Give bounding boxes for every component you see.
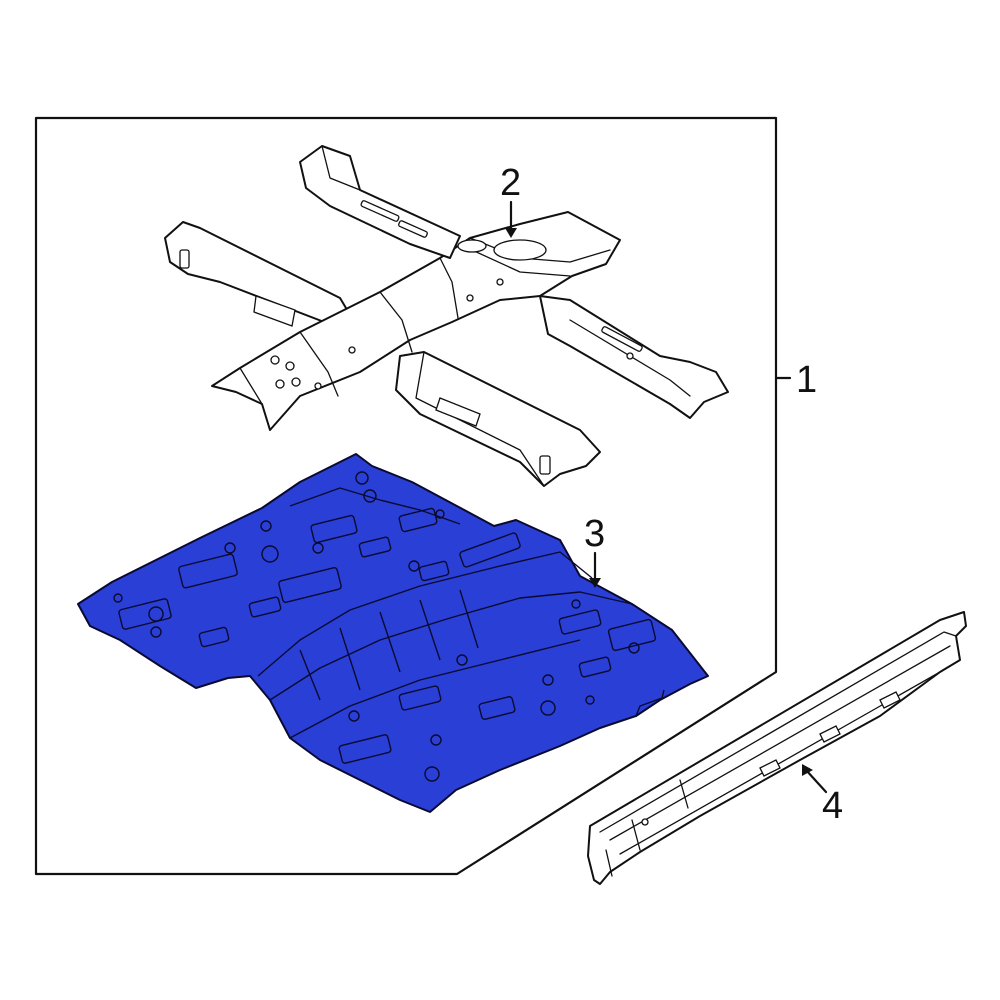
callout-4-leader <box>804 768 828 794</box>
frame-right-arm <box>539 295 729 419</box>
slot-hole <box>360 200 400 222</box>
center-pad <box>493 239 547 261</box>
slot-hole <box>819 725 841 743</box>
slot-hole <box>539 455 551 475</box>
callout-3-label: 3 <box>584 513 605 555</box>
slot-hole <box>759 759 781 777</box>
bolt-hole <box>275 379 285 389</box>
bolt-hole <box>285 361 295 371</box>
bolt-hole <box>466 294 474 302</box>
callout-4[interactable]: 4 <box>802 764 843 827</box>
callout-1-label: 1 <box>796 359 817 401</box>
callout-3-arrowhead <box>589 578 601 588</box>
slot-hole <box>398 220 428 238</box>
callout-2-arrowhead <box>505 228 517 238</box>
bolt-hole <box>270 355 280 365</box>
callout-1[interactable]: 1 <box>774 359 817 401</box>
frame-rear-arm <box>299 145 461 259</box>
bolt-hole <box>626 352 634 360</box>
bolt-hole <box>348 346 356 354</box>
slot-hole <box>179 249 190 269</box>
assembly-border <box>34 116 778 876</box>
bolt-hole <box>291 377 301 387</box>
center-pad <box>457 239 487 253</box>
floor-pan-body <box>77 453 709 813</box>
callout-2-label: 2 <box>500 162 521 204</box>
callout-3[interactable]: 3 <box>584 513 605 588</box>
floor-pan[interactable] <box>77 453 709 813</box>
bolt-hole <box>496 278 504 286</box>
callout-4-label: 4 <box>822 785 843 827</box>
crossmember-frame[interactable] <box>164 145 729 487</box>
frame-main-beam <box>211 211 621 431</box>
callout-4-arrowhead <box>802 764 813 776</box>
bolt-hole <box>641 818 649 826</box>
slot-hole <box>253 295 296 327</box>
bolt-hole <box>314 382 322 390</box>
frame-lower-arm <box>395 351 601 487</box>
callout-2[interactable]: 2 <box>500 162 521 238</box>
rocker-panel[interactable] <box>587 611 967 885</box>
rocker-panel-body <box>587 611 967 885</box>
slot-hole <box>435 397 481 427</box>
slot-hole <box>601 326 643 352</box>
slot-hole <box>879 691 901 709</box>
